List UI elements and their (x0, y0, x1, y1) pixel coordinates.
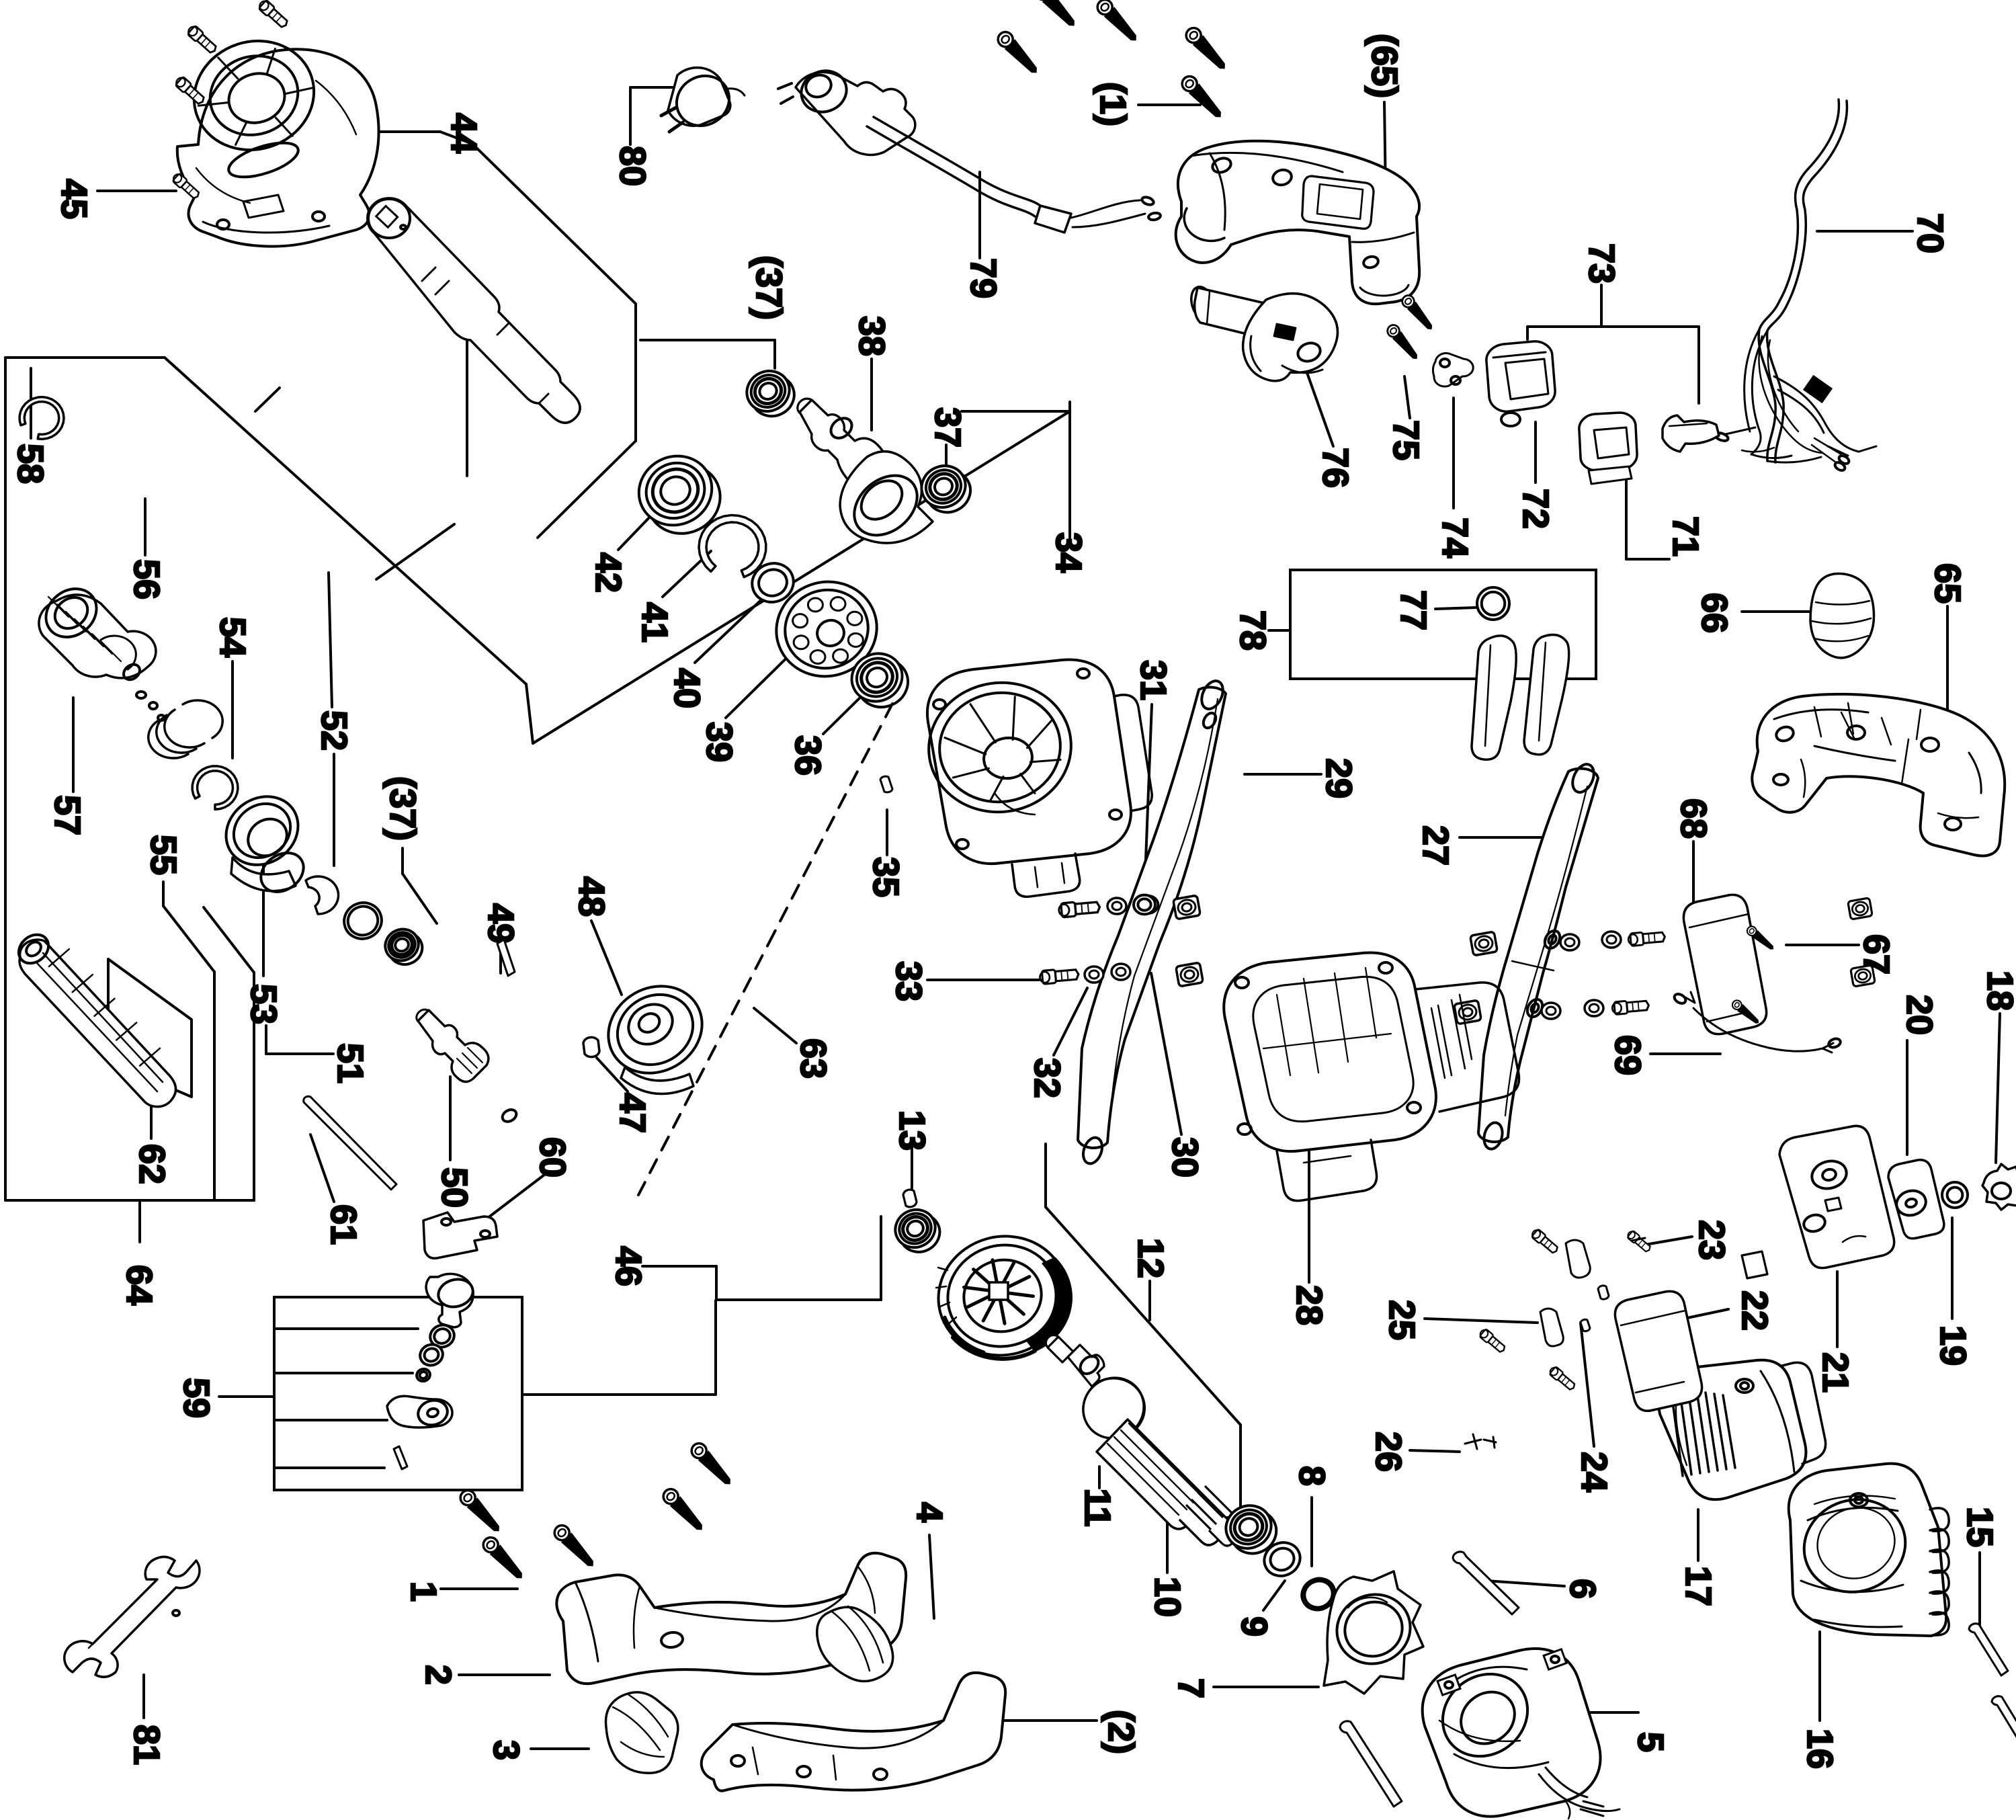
svg-text:34: 34 (1048, 532, 1089, 573)
svg-text:(37): (37) (382, 776, 423, 841)
svg-text:19: 19 (1933, 1325, 1973, 1366)
svg-text:42: 42 (588, 552, 628, 593)
svg-text:80: 80 (612, 146, 653, 186)
svg-text:35: 35 (866, 857, 906, 897)
svg-text:36: 36 (788, 735, 828, 776)
svg-text:3: 3 (486, 1740, 526, 1760)
svg-text:50: 50 (434, 1167, 474, 1208)
svg-text:70: 70 (1910, 213, 1950, 253)
svg-text:62: 62 (132, 1144, 172, 1184)
svg-text:5: 5 (1630, 1732, 1671, 1752)
svg-text:65: 65 (1927, 563, 1968, 604)
svg-text:28: 28 (1289, 1285, 1329, 1325)
svg-text:64: 64 (119, 1265, 159, 1305)
svg-text:48: 48 (571, 876, 612, 917)
svg-text:69: 69 (1607, 1035, 1648, 1075)
svg-text:23: 23 (1691, 1220, 1732, 1260)
svg-text:6: 6 (1562, 1579, 1603, 1599)
svg-text:(2): (2) (1101, 1710, 1141, 1754)
svg-text:20: 20 (1899, 995, 1939, 1035)
svg-text:51: 51 (330, 1043, 370, 1083)
svg-text:77: 77 (1393, 590, 1433, 630)
svg-text:56: 56 (126, 559, 167, 599)
svg-text:41: 41 (634, 602, 675, 643)
svg-text:78: 78 (1232, 610, 1273, 651)
svg-text:29: 29 (1318, 758, 1359, 798)
svg-text:31: 31 (1133, 660, 1173, 700)
svg-text:63: 63 (793, 1038, 833, 1079)
svg-text:33: 33 (888, 961, 929, 1001)
svg-text:37: 37 (927, 407, 968, 448)
svg-text:(65): (65) (1364, 34, 1404, 98)
svg-text:8: 8 (1292, 1466, 1332, 1486)
svg-text:32: 32 (1027, 1058, 1067, 1098)
svg-text:58: 58 (10, 444, 50, 484)
svg-text:25: 25 (1382, 1300, 1422, 1340)
svg-text:7: 7 (1171, 1678, 1211, 1698)
svg-text:13: 13 (892, 1110, 932, 1151)
svg-text:(37): (37) (749, 255, 789, 320)
svg-text:61: 61 (323, 1204, 364, 1245)
svg-text:22: 22 (1734, 1290, 1775, 1331)
svg-text:76: 76 (1315, 448, 1355, 488)
svg-text:49: 49 (480, 903, 521, 944)
svg-text:30: 30 (1165, 1137, 1205, 1177)
svg-text:52: 52 (314, 710, 354, 751)
svg-text:72: 72 (1515, 489, 1556, 529)
svg-text:17: 17 (1678, 1566, 1718, 1606)
svg-text:18: 18 (1980, 970, 2016, 1011)
svg-text:24: 24 (1574, 1452, 1614, 1492)
svg-text:60: 60 (532, 1137, 573, 1177)
svg-text:45: 45 (54, 179, 94, 219)
svg-text:15: 15 (1960, 1507, 2000, 1547)
svg-text:47: 47 (612, 1093, 653, 1133)
svg-text:44: 44 (444, 113, 484, 153)
svg-text:38: 38 (851, 316, 892, 356)
svg-text:11: 11 (1077, 1488, 1118, 1526)
svg-text:53: 53 (243, 984, 284, 1024)
svg-text:57: 57 (47, 795, 87, 835)
svg-text:21: 21 (1815, 1352, 1855, 1393)
svg-text:79: 79 (963, 258, 1003, 298)
svg-text:12: 12 (1130, 1238, 1171, 1278)
svg-text:75: 75 (1386, 420, 1426, 460)
svg-text:26: 26 (1368, 1432, 1409, 1472)
svg-text:16: 16 (1800, 1729, 1840, 1769)
svg-text:54: 54 (212, 617, 253, 657)
svg-text:4: 4 (909, 1502, 950, 1522)
svg-text:1: 1 (403, 1581, 444, 1602)
svg-text:74: 74 (1435, 518, 1475, 558)
svg-text:73: 73 (1581, 243, 1622, 284)
svg-text:10: 10 (1147, 1577, 1187, 1617)
svg-text:81: 81 (126, 1725, 167, 1765)
svg-text:(1): (1) (1093, 82, 1133, 126)
svg-text:27: 27 (1415, 825, 1456, 866)
svg-text:2: 2 (418, 1665, 458, 1685)
svg-text:55: 55 (143, 835, 183, 875)
svg-text:71: 71 (1665, 516, 1706, 556)
svg-text:9: 9 (1234, 1616, 1274, 1637)
svg-text:66: 66 (1694, 593, 1734, 633)
svg-text:59: 59 (176, 1378, 216, 1418)
svg-text:39: 39 (699, 722, 739, 762)
svg-text:68: 68 (1673, 798, 1714, 839)
svg-text:40: 40 (667, 668, 707, 708)
